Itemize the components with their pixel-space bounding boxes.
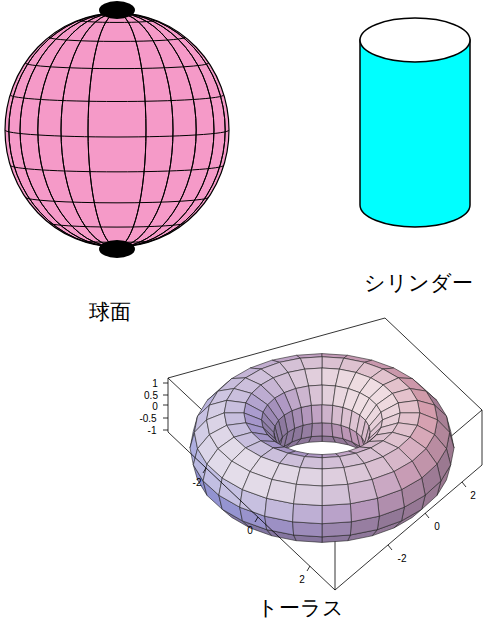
axis-tick: -0.5 bbox=[139, 413, 156, 424]
plot-box bbox=[168, 318, 482, 590]
axis-tick: 0 bbox=[434, 521, 440, 532]
axis-tick: 0.5 bbox=[144, 390, 158, 401]
plot-box-front bbox=[163, 383, 482, 590]
sphere-drawing bbox=[5, 1, 229, 258]
axis-tick: 0 bbox=[247, 525, 253, 536]
axis-tick: -2 bbox=[193, 477, 202, 488]
axis-tick: -2 bbox=[398, 553, 407, 564]
axis-tick: 2 bbox=[299, 574, 305, 585]
axis-tick: 0 bbox=[152, 401, 158, 412]
cylinder-drawing bbox=[360, 18, 470, 227]
axis-tick: 1 bbox=[152, 378, 158, 389]
surface-name: シリンダー bbox=[364, 269, 473, 297]
surface-name: トーラス bbox=[257, 594, 344, 622]
axis-tick: -1 bbox=[148, 425, 157, 436]
torus-drawing bbox=[190, 354, 454, 543]
axis-tick: 2 bbox=[470, 490, 476, 501]
surface-name: 球面 bbox=[89, 298, 131, 326]
